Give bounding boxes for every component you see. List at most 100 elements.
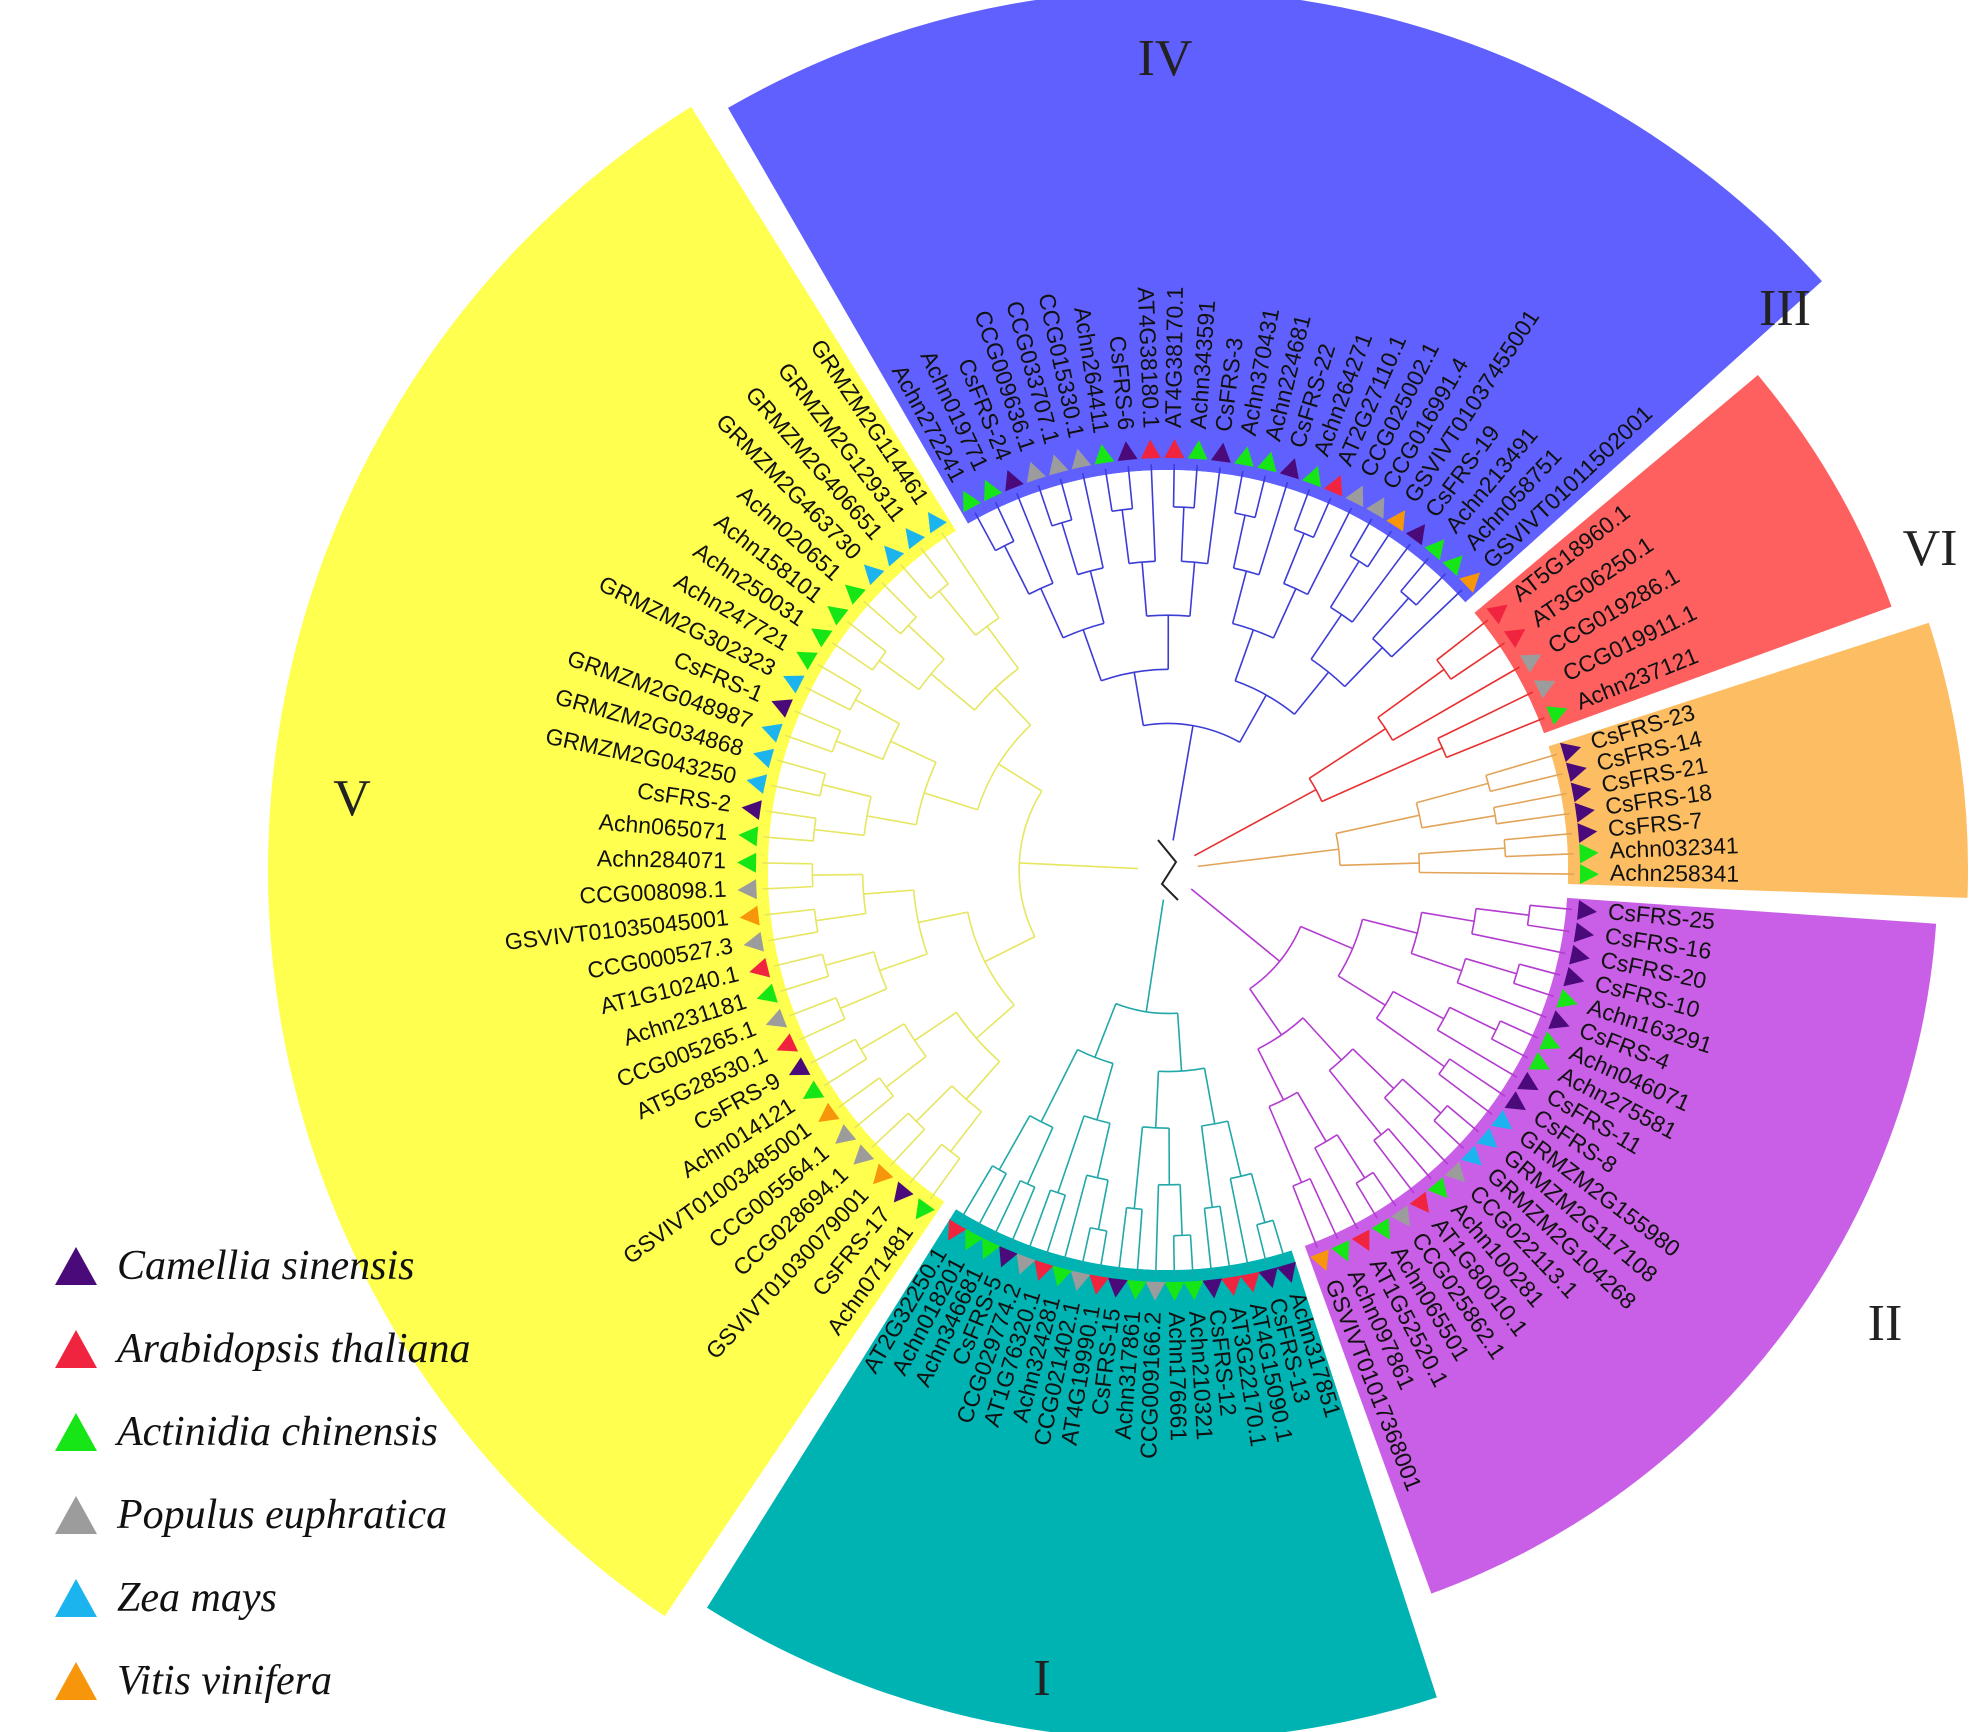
tree-branch [1400, 590, 1417, 606]
species-marker-ac [1371, 1218, 1390, 1240]
tree-branch [1418, 853, 1421, 873]
tree-branch [1172, 464, 1175, 507]
species-marker-ac [796, 651, 818, 671]
tree-branch [1339, 862, 1420, 867]
species-marker-ac [984, 479, 1003, 502]
tree-branch [1504, 832, 1573, 841]
tree-branch [1272, 588, 1297, 639]
species-marker-ac [1579, 864, 1599, 885]
tree-branch [880, 581, 917, 618]
species-marker-at [1323, 475, 1343, 497]
species-marker-pe [1366, 497, 1385, 519]
tree-branch [780, 975, 829, 993]
tree-branch [1077, 1048, 1114, 1065]
tree-branch [1176, 1013, 1183, 1072]
tree-branch [1402, 1078, 1442, 1114]
tree-branch [1040, 588, 1064, 639]
tree-branch [1436, 659, 1452, 680]
species-marker-at [776, 1033, 799, 1052]
tree-branch [863, 600, 902, 635]
tree-branch [763, 836, 814, 842]
species-marker-vv [1310, 1249, 1329, 1271]
tree-branch [1010, 1186, 1036, 1245]
species-marker-ac [1302, 465, 1321, 488]
tree-branch [1373, 1139, 1415, 1194]
tree-branch [1392, 666, 1521, 741]
tree-branch [860, 1023, 905, 1050]
tree-branch [1206, 467, 1221, 564]
species-marker-cs [1202, 1278, 1223, 1299]
tree-branch [1127, 465, 1134, 509]
tree-branch [984, 935, 1036, 963]
species-marker-cs [788, 1057, 811, 1076]
species-marker-ac [1094, 444, 1115, 465]
species-marker-ac [1442, 555, 1463, 577]
tree-branch [965, 1060, 1001, 1100]
tree-branch [1203, 1068, 1216, 1125]
tree-branch [1437, 737, 1448, 758]
tree-branch [798, 1018, 846, 1041]
tree-branch [1082, 629, 1102, 682]
tree-branch [1416, 782, 1489, 804]
species-marker-cs [1405, 524, 1426, 546]
tree-branch [766, 810, 816, 820]
tree-branch [770, 784, 821, 797]
species-marker-ac [811, 628, 833, 648]
species-marker-cs [1569, 944, 1590, 965]
tree-branch [1437, 691, 1534, 740]
tree-branch [929, 583, 949, 600]
tree-branch [1121, 509, 1130, 564]
species-marker-cs [1560, 742, 1582, 763]
tree-branch [1335, 814, 1420, 835]
species-marker-vv [739, 905, 760, 926]
tree-branch [994, 502, 1015, 542]
tree-branch [909, 1143, 943, 1184]
tree-branch [878, 1077, 894, 1097]
tree-branch [1136, 1209, 1143, 1275]
species-marker-cs [1276, 1261, 1296, 1283]
tree-branch [1057, 1115, 1085, 1193]
tree-branch [1239, 694, 1267, 743]
clade-sector-iv [728, 0, 1822, 603]
tree-branch [1040, 1049, 1079, 1123]
tree-branch [1485, 775, 1491, 792]
tree-branch [1329, 560, 1360, 608]
species-marker-cs [1210, 442, 1231, 463]
tree-branch [1529, 904, 1573, 911]
clade-sector-iii [1474, 375, 1892, 734]
tree-branch [941, 1143, 961, 1159]
species-marker-pe [853, 1144, 875, 1165]
species-marker-cs [1117, 441, 1138, 461]
tree-branch [1438, 1073, 1493, 1115]
species-marker-cs [1577, 823, 1598, 844]
tree-branch [1344, 646, 1383, 688]
tree-branch [1328, 1048, 1354, 1071]
tree-branch [1293, 671, 1330, 715]
species-marker-ac [965, 1228, 984, 1251]
tree-branch [773, 953, 823, 968]
tree-branch [938, 590, 977, 636]
species-marker-pe [1026, 461, 1046, 483]
species-marker-pe [1071, 448, 1092, 470]
tree-branch [1282, 533, 1305, 584]
tree-branch [1019, 1179, 1036, 1188]
species-marker-pe [1016, 1253, 1036, 1275]
species-marker-vv [872, 1163, 894, 1185]
tree-center-disc [768, 470, 1568, 1270]
tree-branch [1203, 1208, 1213, 1274]
species-marker-at [1239, 1271, 1260, 1293]
tree-branch [814, 828, 865, 837]
species-marker-ac [1538, 1031, 1561, 1050]
species-marker-at [1034, 1259, 1054, 1281]
species-marker-cs [1574, 802, 1595, 823]
tree-branch [1097, 1179, 1109, 1230]
tree-branch [951, 1085, 982, 1113]
species-marker-ac [1187, 440, 1208, 460]
tree-branch [1231, 570, 1248, 624]
species-marker-at [1409, 1191, 1430, 1213]
tree-branch [1376, 1017, 1445, 1068]
tree-branch [1126, 1206, 1143, 1211]
tree-branch [1104, 468, 1113, 512]
